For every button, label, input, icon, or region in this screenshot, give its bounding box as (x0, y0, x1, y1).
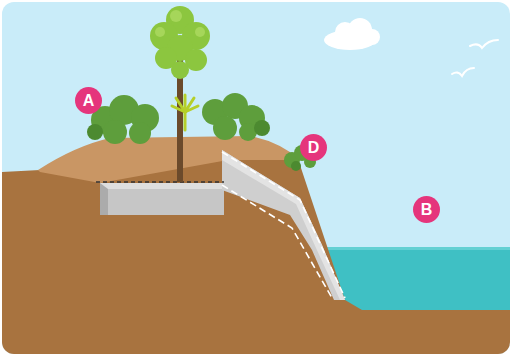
callout-circle: B (413, 196, 440, 223)
seawall-slope (222, 150, 345, 300)
callout-letter: B (421, 202, 433, 218)
small-palm (172, 95, 198, 130)
slope-dashes (222, 152, 345, 298)
callout-letter: A (83, 93, 95, 109)
bushes (91, 93, 316, 168)
tree-canopy (150, 6, 210, 79)
callout-circle: D (300, 134, 327, 161)
callout-letter: D (308, 140, 320, 156)
callout-circle: A (75, 87, 102, 114)
birds (452, 40, 498, 76)
seawall-block (100, 183, 224, 215)
fill-line (96, 181, 224, 183)
cloud (324, 18, 380, 50)
